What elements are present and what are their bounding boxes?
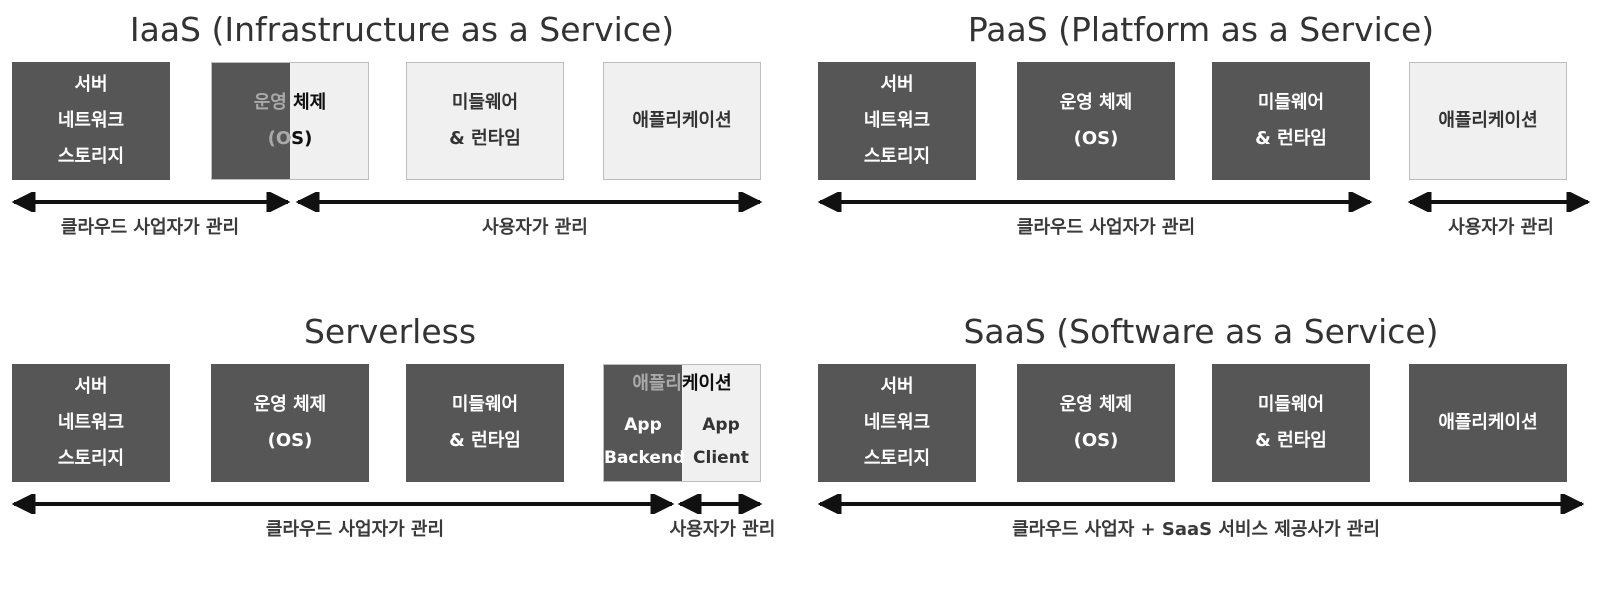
network-label: 네트워크 [57, 110, 125, 131]
serverless-user-label: 사용자가 관리 [669, 519, 776, 540]
os-label: 운영 체제 [1059, 394, 1133, 415]
serverless-title: Serverless [303, 312, 477, 351]
paas-provider-arrow [817, 192, 1373, 212]
saas-middleware-box: 미들웨어 & 런타임 [1212, 364, 1370, 482]
app-backend-line2: Backend [604, 448, 686, 468]
saas-app-box: 애플리케이션 [1409, 364, 1567, 482]
paas-os-box: 운영 체제 (OS) [1017, 62, 1175, 180]
serverless-infra-box: 서버 네트워크 스토리지 [12, 364, 170, 482]
paas-app-box: 애플리케이션 [1409, 62, 1567, 180]
application-label: 애플리케이션 [1438, 110, 1538, 131]
network-label: 네트워크 [863, 412, 931, 433]
os-label: 운영 체제 [253, 92, 327, 113]
paas-infra-box: 서버 네트워크 스토리지 [818, 62, 976, 180]
app-client-line1: App [702, 415, 740, 435]
iaas-os-box: 운영 체제 (OS) [211, 62, 369, 180]
os-label: 운영 체제 [1059, 92, 1133, 113]
network-label: 네트워크 [863, 110, 931, 131]
middleware-label: 미들웨어 [451, 394, 519, 415]
serverless-os-box: 운영 체제 (OS) [211, 364, 369, 482]
serverless-user-arrow [677, 494, 763, 514]
saas-panel: SaaS (Software as a Service) 서버 네트워크 스토리… [806, 302, 1597, 595]
paas-user-label: 사용자가 관리 [1448, 217, 1554, 238]
iaas-panel: IaaS (Infrastructure as a Service) 서버 네트… [0, 0, 790, 290]
iaas-infra-box: 서버 네트워크 스토리지 [12, 62, 170, 180]
serverless-app-box: 애플리케이션 App Backend App Client [603, 364, 761, 482]
application-title: 애플리케이션 [632, 373, 732, 394]
paas-middleware-box: 미들웨어 & 런타임 [1212, 62, 1370, 180]
app-client-line2: Client [693, 448, 749, 468]
iaas-middleware-box: 미들웨어 & 런타임 [406, 62, 564, 180]
iaas-provider-arrow [11, 192, 291, 212]
paas-user-arrow [1407, 192, 1591, 212]
paas-provider-label: 클라우드 사업자가 관리 [1016, 217, 1196, 238]
runtime-label: & 런타임 [1255, 128, 1327, 149]
storage-label: 스토리지 [57, 146, 125, 167]
serverless-middleware-box: 미들웨어 & 런타임 [406, 364, 564, 482]
os-sub-label: (OS) [267, 128, 313, 149]
paas-panel: PaaS (Platform as a Service) 서버 네트워크 스토리… [806, 0, 1597, 290]
paas-title: PaaS (Platform as a Service) [967, 10, 1435, 49]
saas-os-box: 운영 체제 (OS) [1017, 364, 1175, 482]
server-label: 서버 [880, 376, 914, 397]
iaas-app-box: 애플리케이션 [603, 62, 761, 180]
iaas-user-arrow [295, 192, 763, 212]
saas-infra-box: 서버 네트워크 스토리지 [818, 364, 976, 482]
server-label: 서버 [74, 74, 108, 95]
serverless-provider-arrow [11, 494, 675, 514]
middleware-label: 미들웨어 [1257, 394, 1325, 415]
saas-provider-arrow [817, 494, 1585, 514]
os-label: 운영 체제 [253, 394, 327, 415]
app-backend-line1: App [624, 415, 662, 435]
iaas-title: IaaS (Infrastructure as a Service) [129, 10, 675, 49]
application-label: 애플리케이션 [632, 110, 732, 131]
application-label: 애플리케이션 [1438, 412, 1538, 433]
provider-managed-half [212, 63, 290, 179]
iaas-user-label: 사용자가 관리 [482, 217, 588, 238]
server-label: 서버 [74, 376, 108, 397]
serverless-panel: Serverless 서버 네트워크 스토리지 운영 체제 (OS) 미들웨어 … [0, 302, 790, 595]
middleware-label: 미들웨어 [1257, 92, 1325, 113]
storage-label: 스토리지 [863, 146, 931, 167]
runtime-label: & 런타임 [449, 128, 521, 149]
app-backend-label: App Backend [604, 409, 686, 475]
storage-label: 스토리지 [863, 448, 931, 469]
os-sub-label: (OS) [1073, 430, 1119, 451]
runtime-label: & 런타임 [449, 430, 521, 451]
runtime-label: & 런타임 [1255, 430, 1327, 451]
provider-managed-half [604, 365, 682, 481]
saas-provider-label: 클라우드 사업자 + SaaS 서비스 제공사가 관리 [1012, 519, 1380, 540]
middleware-label: 미들웨어 [451, 92, 519, 113]
iaas-provider-label: 클라우드 사업자가 관리 [60, 217, 240, 238]
network-label: 네트워크 [57, 412, 125, 433]
server-label: 서버 [880, 74, 914, 95]
app-client-label: App Client [682, 409, 760, 475]
storage-label: 스토리지 [57, 448, 125, 469]
serverless-provider-label: 클라우드 사업자가 관리 [265, 519, 445, 540]
os-sub-label: (OS) [1073, 128, 1119, 149]
os-sub-label: (OS) [267, 430, 313, 451]
saas-title: SaaS (Software as a Service) [963, 312, 1439, 351]
